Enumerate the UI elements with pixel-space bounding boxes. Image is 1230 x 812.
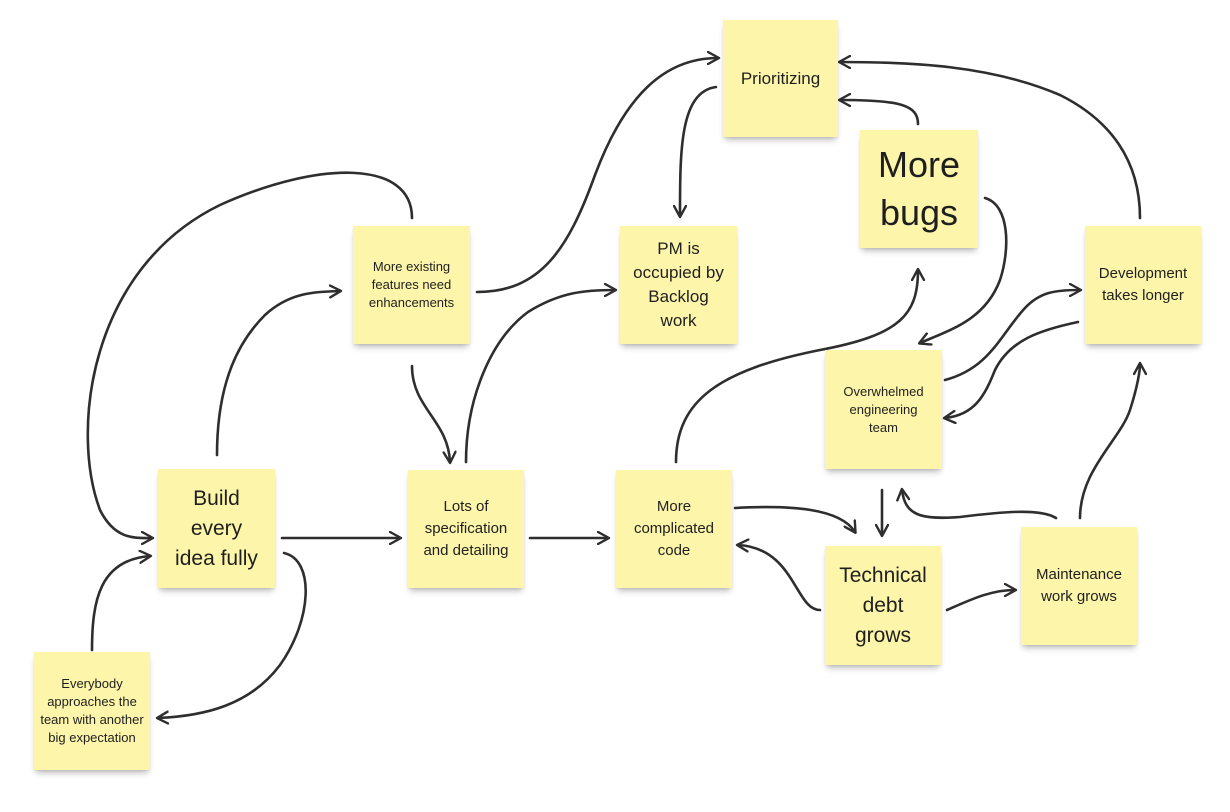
note-everybody-expectation[interactable]: Everybody approaches the team with anoth… xyxy=(34,652,150,770)
arrow-complicated-to-debt xyxy=(733,505,855,532)
arrow-maintenance-to-dev xyxy=(1078,364,1140,520)
note-pm-occupied[interactable]: PM is occupied by Backlog work xyxy=(620,226,737,344)
note-everybody-expectation-text: Everybody approaches the team with anoth… xyxy=(40,676,144,745)
note-build-every-idea-text: Build every idea fully xyxy=(175,486,258,570)
note-technical-debt-text: Technical debt grows xyxy=(839,563,927,647)
arrow-build-to-enhancements xyxy=(215,291,340,457)
arrow-build-to-everybody xyxy=(158,551,307,718)
arrow-overwhelmed-to-dev xyxy=(943,290,1080,382)
arrow-complicated-to-bugs xyxy=(674,270,918,464)
arrow-enhancements-to-prioritizing xyxy=(475,58,718,294)
arrow-debt-to-complicated xyxy=(738,545,822,612)
note-enhancements[interactable]: More existing features need enhancements xyxy=(353,226,470,344)
note-overwhelmed-team-text: Overwhelmed engineering team xyxy=(843,383,924,435)
note-prioritizing-text: Prioritizing xyxy=(740,68,821,88)
note-development-longer[interactable]: Development takes longer xyxy=(1085,226,1201,344)
note-pm-occupied-text: PM is occupied by Backlog work xyxy=(633,239,724,330)
arrow-dev-to-prioritizing xyxy=(840,62,1142,220)
arrow-maintenance-to-overwhelmed xyxy=(902,490,1058,520)
note-specification[interactable]: Lots of specification and detailing xyxy=(408,470,524,588)
arrow-spec-to-pm xyxy=(464,290,615,464)
note-more-bugs-text: More bugs xyxy=(877,144,961,233)
arrow-prioritizing-to-pm xyxy=(680,85,718,216)
note-build-every-idea[interactable]: Build every idea fully xyxy=(158,469,275,588)
arrow-bugs-to-prioritizing xyxy=(840,100,920,126)
note-specification-text: Lots of specification and detailing xyxy=(423,498,509,559)
note-overwhelmed-team[interactable]: Overwhelmed engineering team xyxy=(825,350,942,469)
note-maintenance-text: Maintenance work grows xyxy=(1036,566,1122,605)
note-enhancements-text: More existing features need enhancements xyxy=(368,259,455,310)
arrow-dev-to-overwhelmed xyxy=(945,320,1080,418)
note-development-longer-text: Development takes longer xyxy=(1098,265,1188,304)
arrow-enhancements-to-build xyxy=(86,171,414,538)
note-prioritizing[interactable]: Prioritizing xyxy=(723,20,838,137)
note-complicated-code[interactable]: More complicated code xyxy=(616,470,732,588)
note-maintenance[interactable]: Maintenance work grows xyxy=(1021,527,1137,645)
arrow-bugs-to-overwhelmed xyxy=(920,196,1008,343)
note-more-bugs[interactable]: More bugs xyxy=(860,130,978,248)
note-technical-debt[interactable]: Technical debt grows xyxy=(825,546,941,665)
arrow-debt-to-maintenance xyxy=(945,590,1015,612)
note-complicated-code-text: More complicated code xyxy=(633,498,715,559)
arrow-everybody-to-build xyxy=(90,556,150,652)
arrow-enhancements-to-spec xyxy=(410,364,450,462)
